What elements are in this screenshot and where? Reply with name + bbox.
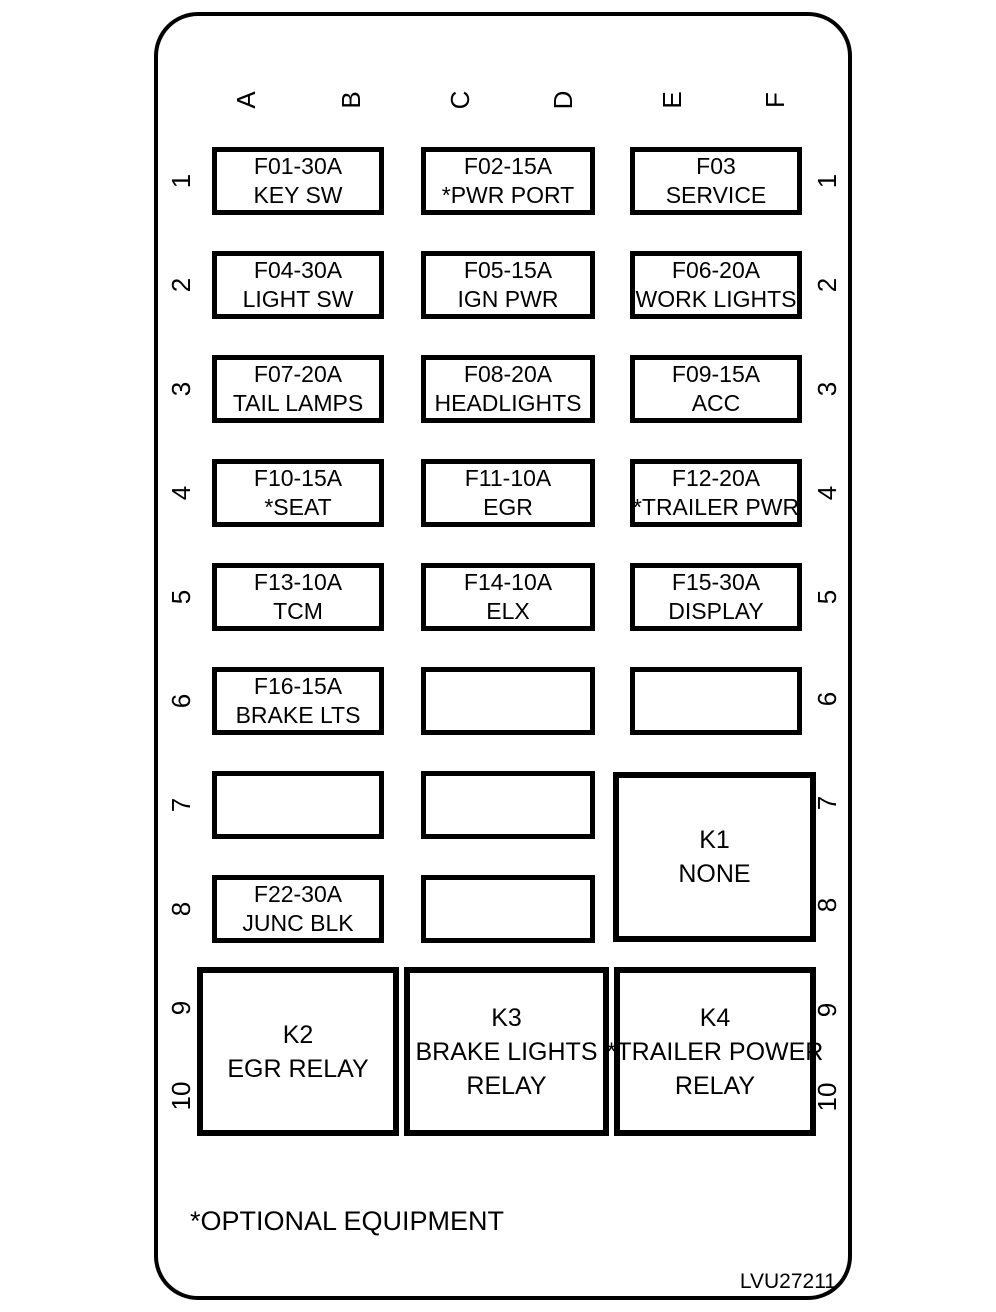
fuse-empty-slot [421, 875, 595, 943]
fuse-empty-slot [421, 667, 595, 735]
row-number-right-2: 2 [812, 277, 842, 293]
fuse-label-line2: IGN PWR [457, 286, 559, 312]
fuse-f02-pwr-port: F02-15A *PWR PORT [421, 147, 595, 215]
row-number-right-7: 7 [812, 795, 842, 811]
row-number-left-7: 7 [166, 797, 196, 813]
relay-label-line1: K4 [699, 1003, 731, 1032]
fuse-label-line1: F05-15A [463, 257, 553, 283]
fuse-label-line2: DISPLAY [668, 598, 764, 624]
fuse-label-line1: F11-10A [464, 465, 552, 491]
fuse-label-line2: *PWR PORT [441, 182, 575, 208]
column-letter-f: F [760, 92, 790, 108]
fuse-f05-ign-pwr: F05-15A IGN PWR [421, 251, 595, 319]
row-number-left-3: 3 [166, 381, 196, 397]
relay-k4-trailer-power: K4 *TRAILER POWER RELAY [607, 967, 823, 1136]
fuse-label-line2: *TRAILER PWR [632, 494, 800, 520]
fuse-label-line2: BRAKE LTS [235, 702, 361, 728]
fuse-f16-brake-lts: F16-15A BRAKE LTS [212, 667, 384, 735]
row-number-right-8: 8 [812, 897, 842, 913]
fuse-label-line1: F09-15A [671, 361, 761, 387]
fuse-label-line1: F15-30A [671, 569, 761, 595]
row-number-left-9: 9 [166, 1000, 196, 1016]
column-letter-e: E [657, 91, 687, 109]
relay-label-line3: RELAY [674, 1071, 756, 1100]
fuse-f12-trailer-pwr: F12-20A *TRAILER PWR [630, 459, 802, 527]
row-number-left-4: 4 [166, 485, 196, 501]
fuse-empty-slot [212, 771, 384, 839]
fuse-label-line1: F07-20A [253, 361, 343, 387]
fuse-f13-tcm: F13-10A TCM [212, 563, 384, 631]
fuse-label-line2: KEY SW [253, 182, 343, 208]
row-number-right-4: 4 [812, 485, 842, 501]
fuse-f04-light-sw: F04-30A LIGHT SW [212, 251, 384, 319]
fuse-label-line1: F03 [696, 153, 736, 179]
relay-label-line1: K3 [491, 1003, 522, 1032]
relay-k2-egr: K2 EGR RELAY [197, 967, 399, 1136]
fuse-f14-elx: F14-10A ELX [421, 563, 595, 631]
column-letter-b: B [336, 91, 366, 109]
column-letter-c: C [445, 90, 475, 110]
row-number-left-1: 1 [166, 173, 196, 189]
fuse-label-line2: SERVICE [665, 182, 767, 208]
relay-label-line1: K1 [699, 826, 730, 854]
fuse-empty-slot [630, 667, 802, 735]
fuse-label-line2: TCM [273, 598, 323, 624]
relay-label-line2: *TRAILER POWER [606, 1037, 824, 1066]
fuse-f22-junc-blk: F22-30A JUNC BLK [212, 875, 384, 943]
fuse-label-line2: TAIL LAMPS [232, 390, 364, 416]
column-letter-d: D [548, 90, 578, 110]
relay-label-line3: RELAY [466, 1071, 547, 1100]
fuse-label-line1: F01-30A [253, 153, 343, 179]
fuse-label-line1: F13-10A [253, 569, 343, 595]
fuse-empty-slot [421, 771, 595, 839]
fuse-label-line1: F10-15A [253, 465, 343, 491]
relay-label-line2: EGR RELAY [227, 1054, 369, 1083]
row-number-right-1: 1 [812, 173, 842, 189]
fuse-f01-key-sw: F01-30A KEY SW [212, 147, 384, 215]
fuse-label-line1: F04-30A [253, 257, 343, 283]
fuse-f07-tail-lamps: F07-20A TAIL LAMPS [212, 355, 384, 423]
fuse-label-line2: WORK LIGHTS [635, 286, 797, 312]
relay-k3-brake-lights: K3 BRAKE LIGHTS RELAY [404, 967, 609, 1136]
row-number-left-5: 5 [166, 589, 196, 605]
relay-label-line2: NONE [678, 860, 751, 888]
relay-label-line1: K2 [282, 1020, 314, 1049]
fuse-label-line2: ACC [691, 390, 741, 416]
row-number-left-2: 2 [166, 277, 196, 293]
fuse-f15-display: F15-30A DISPLAY [630, 563, 802, 631]
fuse-label-line1: F12-20A [671, 465, 761, 491]
fuse-label-line2: JUNC BLK [242, 910, 354, 936]
row-number-left-8: 8 [166, 901, 196, 917]
row-number-right-3: 3 [812, 381, 842, 397]
column-letter-a: A [231, 91, 261, 109]
row-number-left-10: 10 [166, 1081, 196, 1111]
fuse-label-line2: *SEAT [264, 494, 332, 520]
relay-k1-none: K1 NONE [613, 772, 816, 942]
fuse-label-line2: ELX [486, 598, 530, 624]
fuse-label-line1: F08-20A [463, 361, 553, 387]
panel-outline [154, 12, 852, 1300]
row-number-right-6: 6 [812, 691, 842, 707]
fuse-label-line1: F02-15A [463, 153, 553, 179]
fuse-label-line1: F16-15A [253, 673, 343, 699]
fuse-label-line1: F14-10A [463, 569, 553, 595]
fuse-label-line1: F22-30A [253, 881, 343, 907]
row-number-right-10: 10 [812, 1082, 842, 1112]
fuse-f11-egr: F11-10A EGR [421, 459, 595, 527]
row-number-right-9: 9 [812, 1002, 842, 1018]
fuse-label-line2: LIGHT SW [242, 286, 354, 312]
row-number-right-5: 5 [812, 589, 842, 605]
optional-equipment-footnote: *OPTIONAL EQUIPMENT [190, 1206, 505, 1236]
figure-code: LVU27211 [739, 1270, 836, 1293]
fuse-label-line2: EGR [483, 494, 533, 520]
fuse-f03-service: F03 SERVICE [630, 147, 802, 215]
fuse-label-line1: F06-20A [671, 257, 761, 283]
fuse-f06-work-lights: F06-20A WORK LIGHTS [630, 251, 802, 319]
fuse-f08-headlights: F08-20A HEADLIGHTS [421, 355, 595, 423]
row-number-left-6: 6 [166, 693, 196, 709]
fuse-f09-acc: F09-15A ACC [630, 355, 802, 423]
fuse-label-line2: HEADLIGHTS [434, 390, 582, 416]
fuse-f10-seat: F10-15A *SEAT [212, 459, 384, 527]
relay-label-line2: BRAKE LIGHTS [415, 1037, 598, 1066]
